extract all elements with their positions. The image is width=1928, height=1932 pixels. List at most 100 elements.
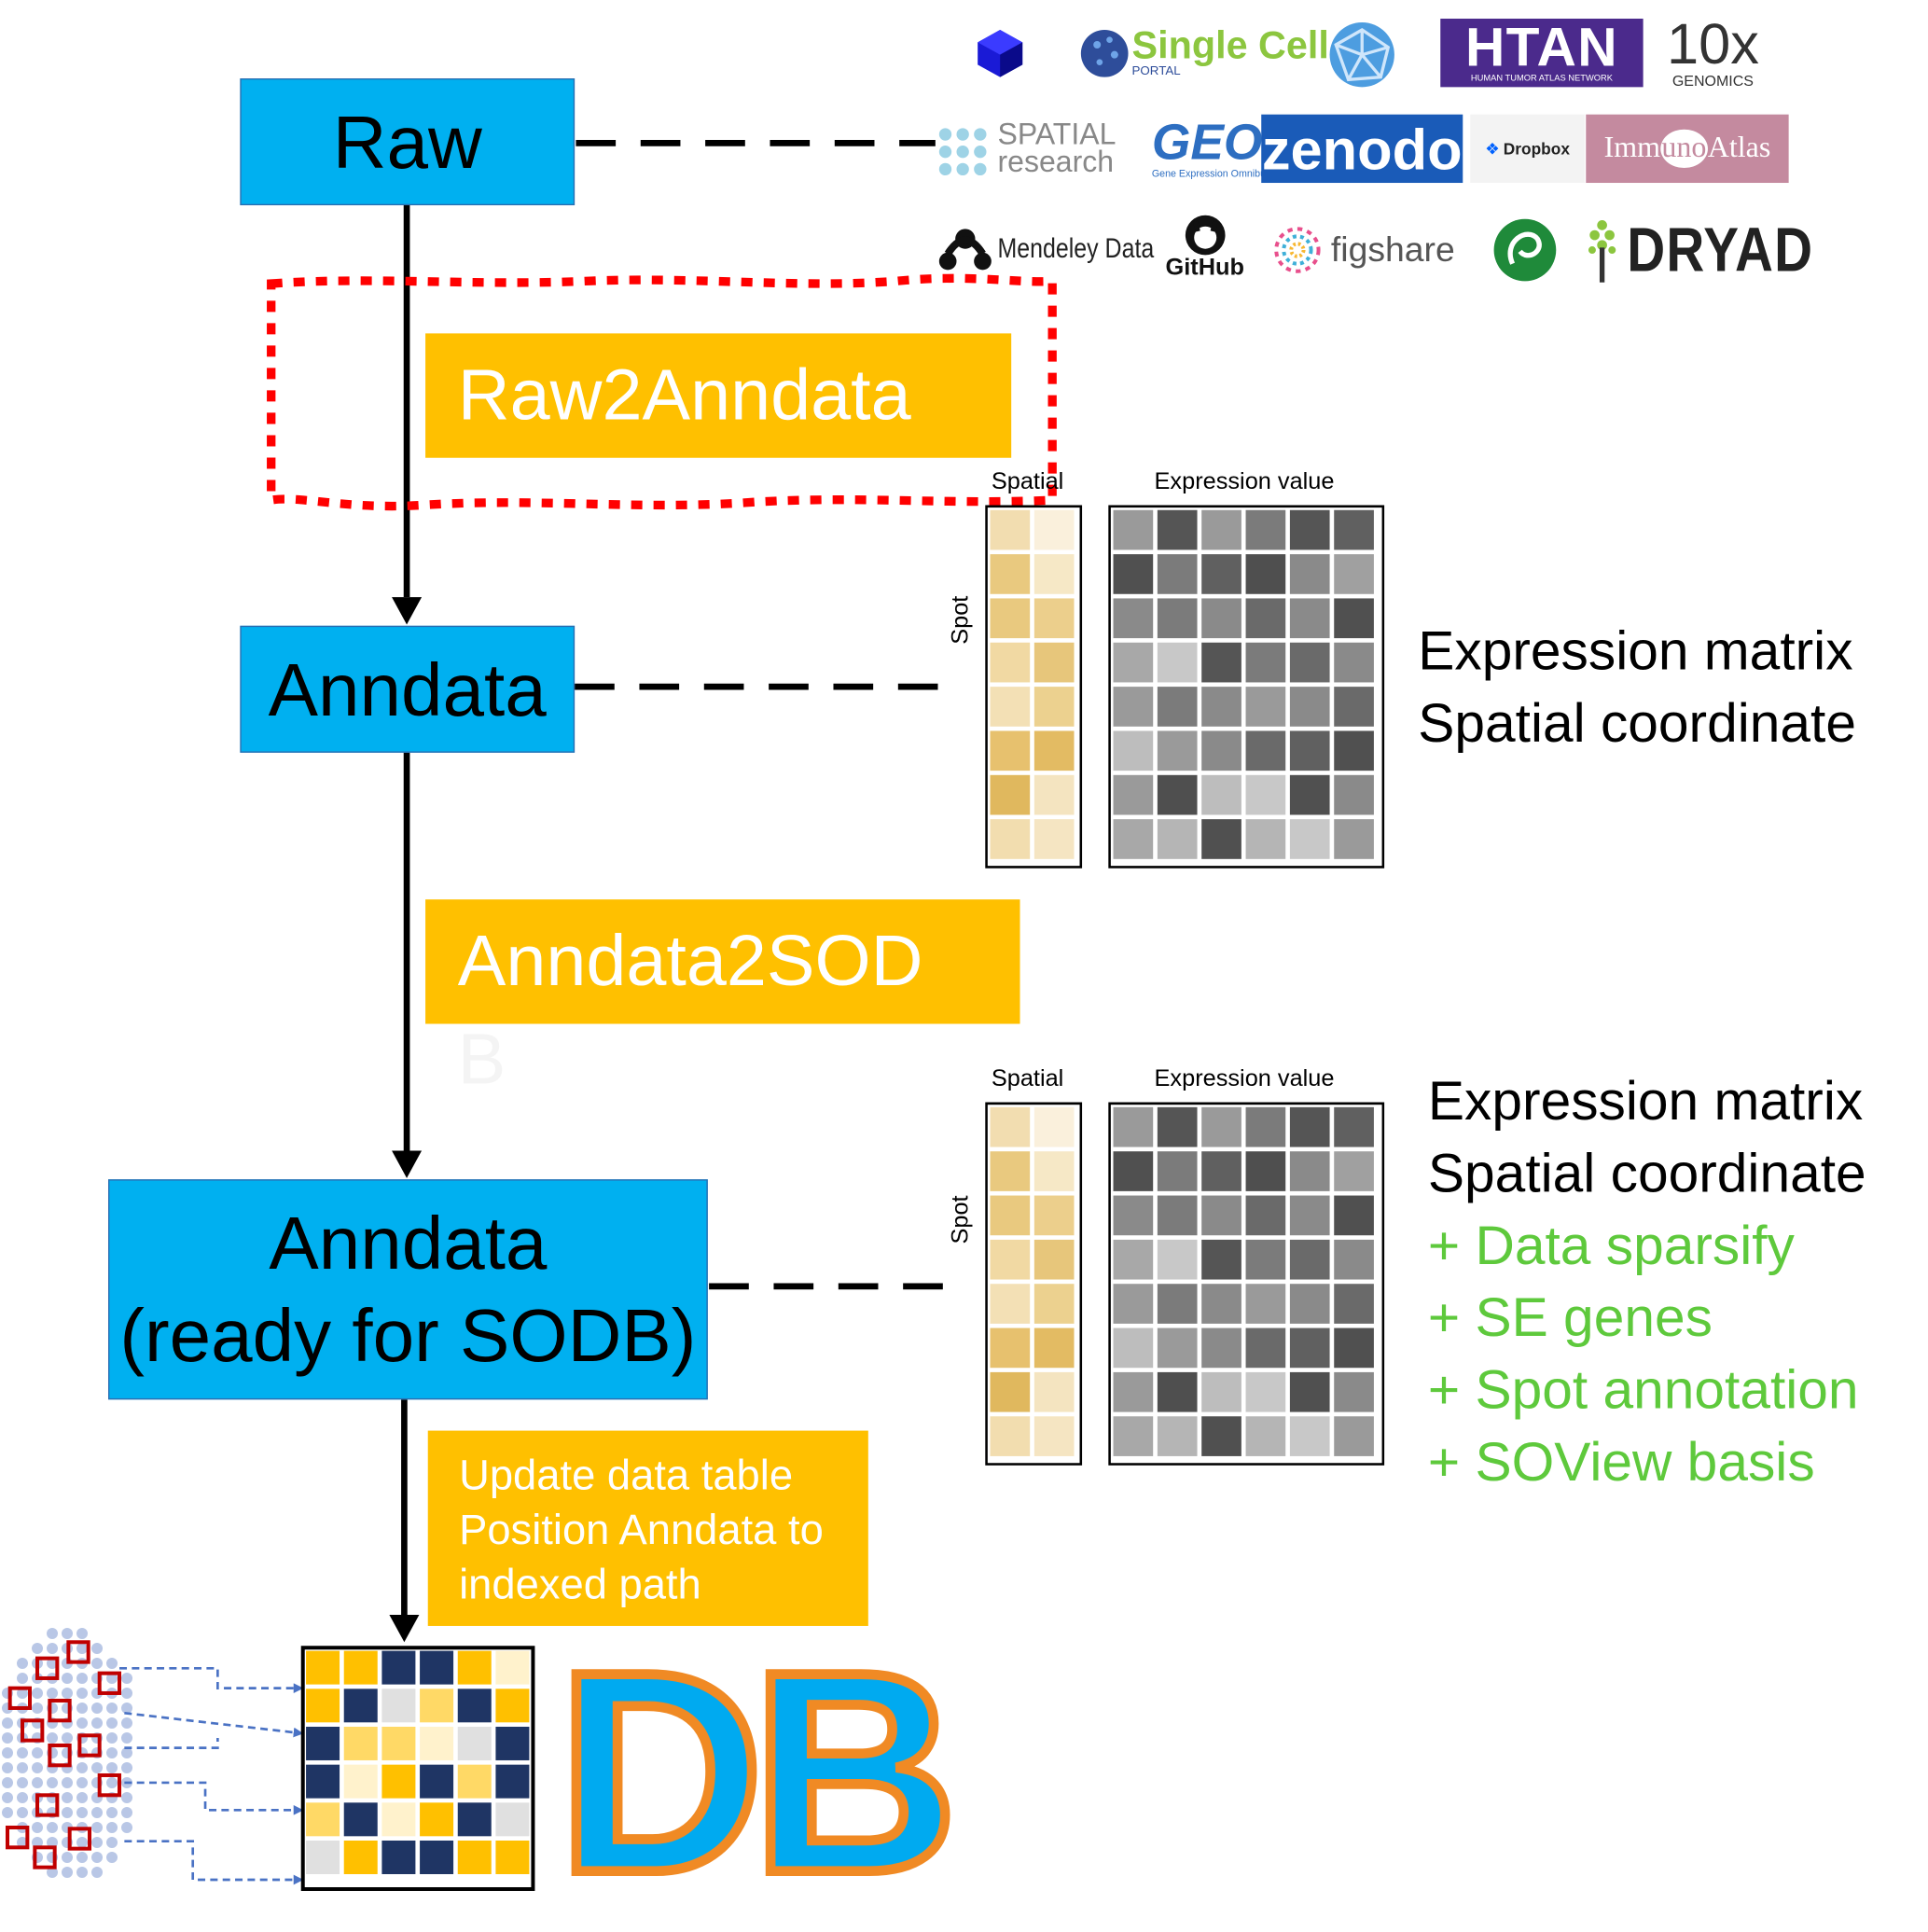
tissue-spot (76, 1702, 89, 1714)
sodb-index-cell (343, 1802, 378, 1837)
immuno-atlas-text2: uno (1660, 129, 1708, 169)
tissue-spot (91, 1836, 104, 1848)
matrix2-expression-cell (1289, 1106, 1330, 1147)
tissue-spot (121, 1672, 133, 1684)
matrix2-expression-cell (1245, 1239, 1286, 1280)
description-addition-sparsify: + Data sparsify (1427, 1215, 1795, 1277)
matrix2-expression-cell (1245, 1416, 1286, 1456)
matrix2-spatial-cell (1033, 1195, 1075, 1236)
tissue-spot (32, 1642, 44, 1654)
matrix1-expression-cell (1113, 509, 1154, 550)
tissue-spot (62, 1672, 74, 1684)
tissue-spot (91, 1717, 104, 1729)
tissue-spot (91, 1851, 104, 1863)
matrix2-spatial-label: Spatial (991, 1065, 1064, 1092)
tissue-spot (2, 1791, 14, 1803)
tissue-spot (32, 1761, 44, 1773)
spatial-research-dots-icon (938, 128, 987, 176)
tissue-spot (106, 1731, 118, 1744)
tissue-spot (2, 1746, 14, 1758)
matrix1-expression-cell (1289, 819, 1330, 859)
tissue-spot (17, 1746, 29, 1758)
matrix2-expression-cell (1201, 1371, 1241, 1412)
matrix2-spot-label: Spot (948, 1195, 975, 1244)
matrix2-spatial-cell (990, 1195, 1031, 1236)
matrix1-spatial-cell (1033, 598, 1075, 639)
annotated-spot-squares (6, 1640, 122, 1869)
github-text: GitHub (1165, 255, 1244, 282)
sodb-index-cell (457, 1650, 492, 1685)
matrix2-expression-cell (1113, 1284, 1154, 1324)
tissue-spot (17, 1776, 29, 1788)
geo-text: GEO (1151, 116, 1263, 171)
matrix1-expression-cell (1245, 554, 1286, 594)
tissue-spot (17, 1791, 29, 1803)
sodb-index-cell (343, 1689, 378, 1723)
tissue-spot (2, 1761, 14, 1773)
step-anndata: Anndata (240, 625, 576, 753)
matrix1-expression-label: Expression value (1154, 468, 1335, 495)
github-octocat-icon (1185, 215, 1226, 256)
geo-sub-text: Gene Expression Omnibus (1151, 168, 1271, 180)
mendeley-data-logo: Mendeley Data (937, 224, 1181, 273)
sodb-index-cell (381, 1764, 416, 1799)
matrix2-expression-cell (1334, 1106, 1374, 1147)
dryad-logo: DRYAD (1585, 214, 1847, 285)
matrix1-expression-cell (1113, 598, 1154, 639)
tissue-spot (17, 1672, 29, 1684)
sodb-index-cell (457, 1764, 492, 1799)
tissue-spot (121, 1821, 133, 1833)
tissue-spot (47, 1731, 59, 1744)
sodb-index-cell (457, 1802, 492, 1837)
description-addition-spot-annotation: + Spot annotation (1427, 1359, 1859, 1421)
matrix2-expression-cell (1334, 1151, 1374, 1191)
tissue-spot (76, 1672, 89, 1684)
matrix2-expression-cell (1201, 1284, 1241, 1324)
matrix1-expression-cell (1113, 554, 1154, 594)
matrix2-expression-cell (1334, 1327, 1374, 1369)
tissue-spot (17, 1687, 29, 1699)
step-anndata-label: Anndata (268, 647, 547, 731)
matrix2-expression-cell (1245, 1327, 1286, 1369)
description-ready-line2: Spatial coordinate (1427, 1143, 1866, 1204)
tissue-spot (2, 1806, 14, 1818)
sodb-index-cell (420, 1802, 454, 1837)
matrix1-spatial-cell (1033, 819, 1075, 859)
tissue-spot (106, 1806, 118, 1818)
process-update-line3: indexed path (459, 1561, 701, 1609)
tissue-spot (47, 1657, 59, 1669)
matrix1-expression-cell (1334, 730, 1374, 771)
tissue-spot (32, 1821, 44, 1833)
sodb-index-cell (495, 1650, 530, 1685)
matrix1-spatial-cell (990, 642, 1031, 683)
tissue-spot (2, 1776, 14, 1788)
tissue-spot (47, 1776, 59, 1788)
description-anndata-line2: Spatial coordinate (1418, 692, 1856, 755)
tissue-spot (62, 1776, 74, 1788)
matrix1-expression-cell (1113, 642, 1154, 683)
tissue-spot (76, 1806, 89, 1818)
matrix2-spatial-cell (990, 1371, 1031, 1412)
matrix2-expression-grid (1108, 1102, 1385, 1466)
matrix2-expression-cell (1334, 1371, 1374, 1412)
htan-logo: HTAN HUMAN TUMOR ATLAS NETWORK (1440, 19, 1644, 88)
sodb-index-cell (495, 1802, 530, 1837)
mendeley-text: Mendeley Data (997, 232, 1155, 264)
matrix1-expression-cell (1113, 687, 1154, 727)
matrix1-expression-cell (1157, 598, 1198, 639)
matrix1-expression-cell (1289, 642, 1330, 683)
sodb-index-cell (343, 1840, 378, 1874)
description-addition-soview: + SOView basis (1427, 1431, 1815, 1494)
matrix1-expression-cell (1289, 730, 1330, 771)
matrix2-spatial-cell (1033, 1371, 1075, 1412)
description-addition-se-genes: + SE genes (1427, 1287, 1713, 1349)
matrix2-expression-cell (1113, 1151, 1154, 1191)
tissue-spot (47, 1627, 59, 1639)
matrix2-expression-cell (1334, 1284, 1374, 1324)
process-raw2anndata-label: Raw2Anndata (457, 354, 911, 436)
matrix2-spatial-cell (990, 1284, 1031, 1324)
description-anndata-line1: Expression matrix (1418, 620, 1853, 682)
matrix1-spatial-cell (990, 819, 1031, 859)
matrix1-spatial-cell (1033, 509, 1075, 550)
matrix1-expression-cell (1157, 774, 1198, 815)
